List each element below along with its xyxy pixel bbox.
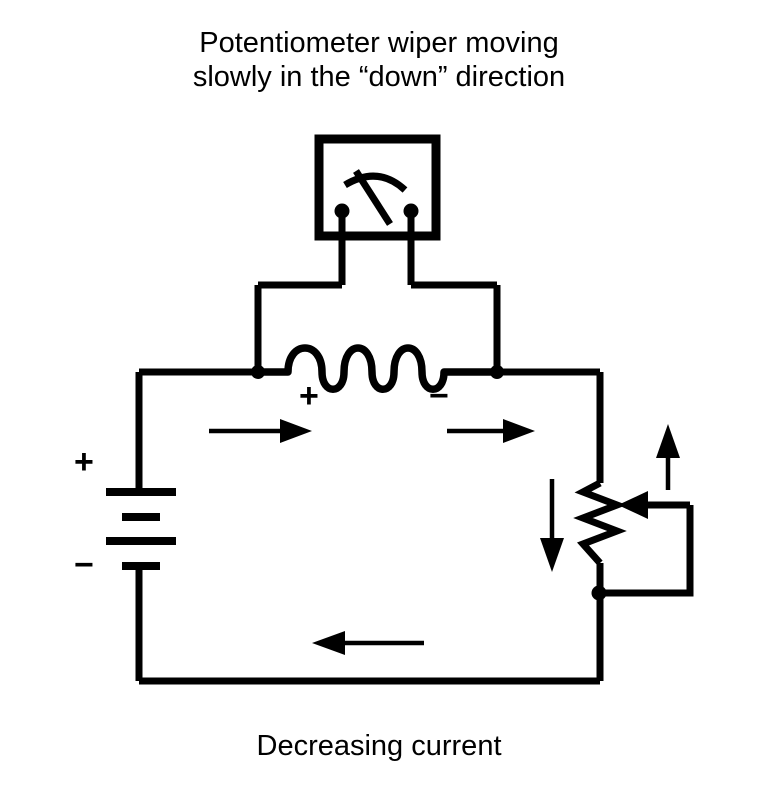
- potentiometer-resistor-icon: [573, 479, 627, 566]
- potentiometer-wiper-arrowhead-icon: [618, 491, 648, 519]
- battery-minus-label: −: [74, 546, 94, 584]
- wiper-motion-arrow-up-icon: [656, 424, 680, 458]
- meter-box: [314, 134, 441, 241]
- potentiometer-wiper-return-wire: [598, 505, 694, 597]
- inductor-minus-label: −: [429, 377, 449, 415]
- battery-plus-label: +: [74, 443, 94, 481]
- current-arrow-top-right-head-icon: [503, 419, 535, 443]
- junction-dot-potentiometer-bottom: [591, 585, 607, 601]
- current-arrow-bottom-head-icon: [312, 631, 345, 655]
- title-line-1: Potentiometer wiper moving: [199, 27, 559, 59]
- footer-caption: Decreasing current: [256, 730, 502, 762]
- meter-scale-arc-icon: [343, 172, 408, 193]
- inductor-coil-icon: [254, 344, 501, 393]
- title-line-2: slowly in the “down” direction: [192, 61, 566, 93]
- inductor-plus-label: +: [299, 377, 319, 415]
- title-caption: Potentiometer wiper moving slowly in the…: [0, 26, 758, 94]
- current-arrow-right-head-icon: [540, 538, 564, 572]
- current-arrow-top-left-head-icon: [280, 419, 312, 443]
